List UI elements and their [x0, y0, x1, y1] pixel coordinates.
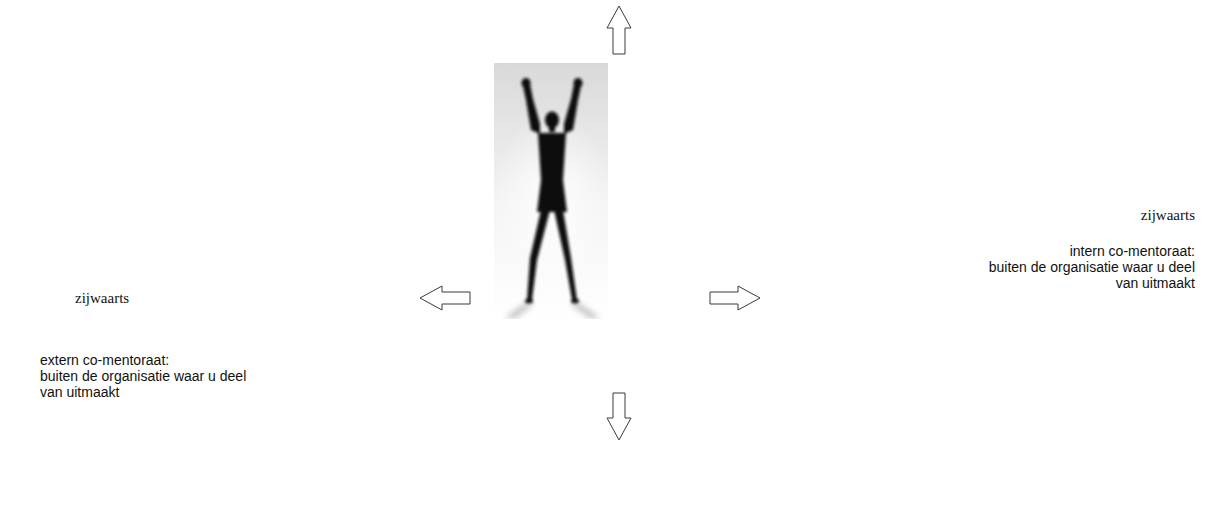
- silhouette-photo: [494, 63, 608, 319]
- note-heading: extern co-mentoraat:: [40, 352, 270, 368]
- block-arrow-left: [420, 286, 470, 310]
- direction-heading: zijwaarts: [1141, 206, 1195, 224]
- note-text: buiten de organisatie waar u deel van ui…: [977, 259, 1195, 291]
- block-arrow-right: [710, 286, 760, 310]
- direction-heading: zijwaarts: [75, 289, 129, 307]
- block-arrow-up: [607, 6, 631, 54]
- block-arrow-down: [607, 393, 631, 440]
- note-text: buiten de organisatie waar u deel van ui…: [40, 368, 258, 400]
- note-heading: intern co-mentoraat:: [965, 243, 1195, 259]
